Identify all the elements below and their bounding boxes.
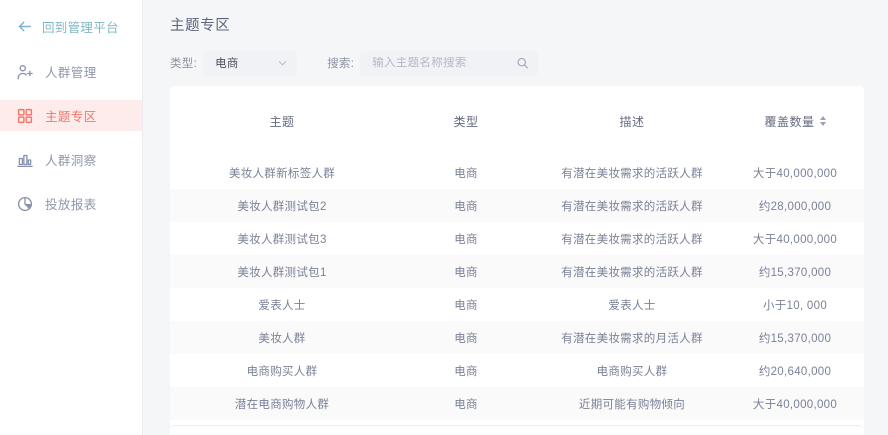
type-select[interactable]: 电商: [203, 50, 298, 76]
table-row[interactable]: 美妆人群电商有潜在美妆需求的月活人群约15,370,000: [170, 321, 864, 354]
cell-type: 电商: [394, 288, 538, 321]
cell-type: 电商: [394, 354, 538, 387]
search-box[interactable]: [360, 50, 539, 76]
column-header-type: 类型: [394, 86, 538, 156]
cell-topic: 美妆人群测试包3: [170, 222, 394, 255]
sidebar-item-theme-zone[interactable]: 主题专区: [0, 100, 142, 131]
sidebar-item-label: 人群洞察: [45, 154, 97, 168]
filter-bar: 类型: 电商 搜索:: [170, 50, 539, 76]
sidebar-item-crowd-management[interactable]: 人群管理: [0, 56, 142, 87]
table-header: 主题 类型 描述: [170, 86, 864, 156]
sidebar-item-delivery-report[interactable]: 投放报表: [0, 188, 142, 219]
theme-table: 主题 类型 描述: [170, 86, 864, 420]
cell-count: 约15,370,000: [726, 255, 864, 288]
next-card-peek: [170, 425, 864, 435]
cell-topic: 潜在电商购物人群: [170, 387, 394, 420]
table-row[interactable]: 爱表人士电商爱表人士小于10, 000: [170, 288, 864, 321]
arrow-left-icon: [18, 21, 31, 31]
table-row[interactable]: 美妆人群新标签人群电商有潜在美妆需求的活跃人群大于40,000,000: [170, 156, 864, 189]
cell-count: 约20,640,000: [726, 354, 864, 387]
cell-topic: 美妆人群测试包1: [170, 255, 394, 288]
cell-desc: 近期可能有购物倾向: [538, 387, 726, 420]
page-title: 主题专区: [170, 18, 231, 34]
cell-desc: 爱表人士: [538, 288, 726, 321]
cell-topic: 美妆人群测试包2: [170, 189, 394, 222]
back-to-platform-link[interactable]: 回到管理平台: [0, 8, 142, 44]
cell-count: 约15,370,000: [726, 321, 864, 354]
cell-type: 电商: [394, 255, 538, 288]
column-header-description: 描述: [538, 86, 726, 156]
main-content: 主题专区 类型: 电商 搜索:: [143, 0, 888, 435]
grid-icon: [17, 108, 33, 123]
type-select-value: 电商: [215, 58, 239, 70]
cell-count: 小于10, 000: [726, 288, 864, 321]
type-filter-label: 类型:: [170, 58, 198, 70]
sort-descending-caret-icon[interactable]: [819, 122, 826, 126]
person-add-icon: [17, 64, 33, 79]
sidebar-item-label: 人群管理: [45, 66, 97, 80]
cell-desc: 有潜在美妆需求的活跃人群: [538, 189, 726, 222]
cell-count: 大于40,000,000: [726, 156, 864, 189]
table-row[interactable]: 电商购买人群电商电商购买人群约20,640,000: [170, 354, 864, 387]
sidebar-item-label: 投放报表: [45, 198, 97, 212]
cell-desc: 有潜在美妆需求的活跃人群: [538, 156, 726, 189]
cell-type: 电商: [394, 387, 538, 420]
chevron-down-icon: [278, 61, 287, 66]
column-header-label: 主题: [269, 114, 295, 129]
cell-count: 大于40,000,000: [726, 222, 864, 255]
sidebar-nav: 人群管理 主题专区 人群洞察: [0, 56, 142, 219]
search-input[interactable]: [372, 57, 508, 69]
cell-topic: 电商购买人群: [170, 354, 394, 387]
back-to-platform-label: 回到管理平台: [42, 20, 119, 35]
cell-type: 电商: [394, 222, 538, 255]
cell-desc: 有潜在美妆需求的活跃人群: [538, 222, 726, 255]
sort-toggle-icon[interactable]: [819, 116, 826, 126]
search-filter-label: 搜索:: [327, 58, 355, 70]
cell-desc: 有潜在美妆需求的月活人群: [538, 321, 726, 354]
cell-desc: 电商购买人群: [538, 354, 726, 387]
column-header-label: 覆盖数量: [764, 114, 815, 129]
cell-desc: 有潜在美妆需求的活跃人群: [538, 255, 726, 288]
column-header-label: 类型: [453, 114, 479, 129]
cell-type: 电商: [394, 321, 538, 354]
search-icon[interactable]: [516, 57, 529, 70]
column-header-coverage-count: 覆盖数量: [726, 86, 864, 156]
cell-type: 电商: [394, 189, 538, 222]
table-header-row: 主题 类型 描述: [170, 86, 864, 156]
cell-type: 电商: [394, 156, 538, 189]
cell-topic: 爱表人士: [170, 288, 394, 321]
bar-chart-icon: [17, 154, 33, 167]
table-row[interactable]: 潜在电商购物人群电商近期可能有购物倾向大于40,000,000: [170, 387, 864, 420]
pie-chart-icon: [17, 196, 33, 211]
sort-ascending-caret-icon[interactable]: [819, 116, 826, 120]
theme-table-card: 主题 类型 描述: [170, 86, 864, 435]
sidebar: 回到管理平台 人群管理 主题专区: [0, 0, 143, 435]
cell-count: 约28,000,000: [726, 189, 864, 222]
cell-count: 大于40,000,000: [726, 387, 864, 420]
column-header-label: 描述: [619, 114, 645, 129]
sidebar-item-crowd-insight[interactable]: 人群洞察: [0, 144, 142, 175]
sidebar-item-label: 主题专区: [45, 110, 97, 124]
cell-topic: 美妆人群新标签人群: [170, 156, 394, 189]
column-header-topic: 主题: [170, 86, 394, 156]
cell-topic: 美妆人群: [170, 321, 394, 354]
